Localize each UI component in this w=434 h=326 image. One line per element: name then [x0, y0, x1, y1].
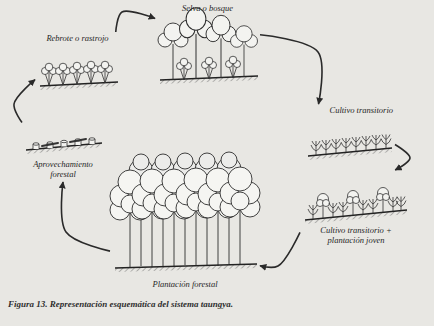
harvest-figure-part	[42, 139, 86, 146]
regrowth-figure-part	[84, 61, 99, 83]
forest-figure-part	[226, 56, 241, 78]
crop-young-plantation-figure-part	[305, 210, 407, 224]
regrowth-figure-part	[40, 82, 118, 86]
crop-young-plantation-figure-part	[388, 197, 398, 211]
cycle-arrow	[14, 80, 35, 123]
stage-node: Selva o bosque	[155, 2, 260, 84]
plantation-figure	[110, 152, 260, 272]
regrowth-figure-part	[42, 63, 57, 85]
crop-figure-part	[308, 148, 392, 156]
regrowth-figure-part	[70, 62, 85, 84]
crop-figure-part	[361, 136, 371, 150]
figure-caption: Figura 13. Representación esquemática de…	[8, 299, 233, 309]
cycle-arrow	[61, 182, 110, 251]
plantation-figure-part	[220, 167, 260, 265]
crop-young-plantation-figure-part	[338, 202, 348, 216]
regrowth-figure	[40, 61, 118, 90]
cycle-arrow	[395, 145, 410, 171]
forest-figure-part	[206, 15, 236, 78]
crop-young-plantation-figure-part	[368, 199, 378, 213]
cycle-arrow	[116, 11, 155, 32]
crop-young-plantation-figure-part	[305, 210, 407, 220]
stage-label: Selva o bosque	[157, 4, 258, 14]
stage-label: Aprovechamiento forestal	[24, 160, 102, 180]
stage-node: Plantación forestal	[110, 146, 260, 292]
crop-figure-part	[311, 141, 321, 155]
stage-label: Rebrote o rastrojo	[37, 34, 118, 44]
crop-young-plantation-figure-part	[396, 197, 406, 211]
crop-figure-part	[321, 140, 331, 154]
forest-figure-part	[180, 8, 213, 79]
harvest-figure-part	[61, 140, 67, 146]
crop-young-plantation-figure-part	[347, 191, 360, 216]
harvest-figure-part	[89, 138, 95, 144]
crop-figure-part	[308, 148, 392, 160]
stage-label: Cultivo transitorio + plantación joven	[302, 226, 410, 246]
crop-young-plantation-figure-part	[308, 205, 318, 219]
crop-figure-part	[351, 137, 361, 151]
stage-label: Cultivo transitorio	[307, 106, 393, 116]
stage-label: Plantación forestal	[112, 280, 258, 290]
forest-figure	[158, 8, 258, 84]
crop-figure-part	[371, 135, 381, 149]
cycle-arrow	[260, 232, 300, 267]
stage-node: Cultivo transitorio	[305, 104, 395, 158]
crop-figure-part	[341, 138, 351, 152]
regrowth-figure-part	[56, 63, 71, 85]
plantation-figure-part	[115, 264, 257, 272]
crop-young-plantation-figure	[305, 188, 407, 225]
forest-figure-part	[177, 58, 192, 80]
crop-young-plantation-figure-part	[358, 200, 368, 214]
crop-figure-part	[381, 135, 391, 149]
regrowth-figure-part	[40, 82, 118, 90]
stage-node: Cultivo transitorio + plantación joven	[300, 170, 412, 248]
cycle-arrow	[260, 35, 322, 104]
regrowth-figure-part	[98, 61, 113, 83]
forest-figure-part	[231, 26, 258, 77]
crop-figure-part	[331, 139, 341, 153]
harvest-figure	[26, 138, 102, 154]
crop-young-plantation-figure-part	[317, 194, 330, 219]
forest-figure-part	[202, 57, 217, 79]
stage-node: Rebrote o rastrojo	[35, 32, 120, 88]
crop-young-plantation-figure-part	[328, 203, 338, 217]
stage-node: Aprovechamiento forestal	[22, 112, 104, 182]
crop-young-plantation-figure-part	[377, 188, 390, 213]
harvest-figure-part	[33, 143, 39, 149]
crop-figure	[308, 135, 392, 161]
plantation-figure-part	[115, 264, 257, 268]
